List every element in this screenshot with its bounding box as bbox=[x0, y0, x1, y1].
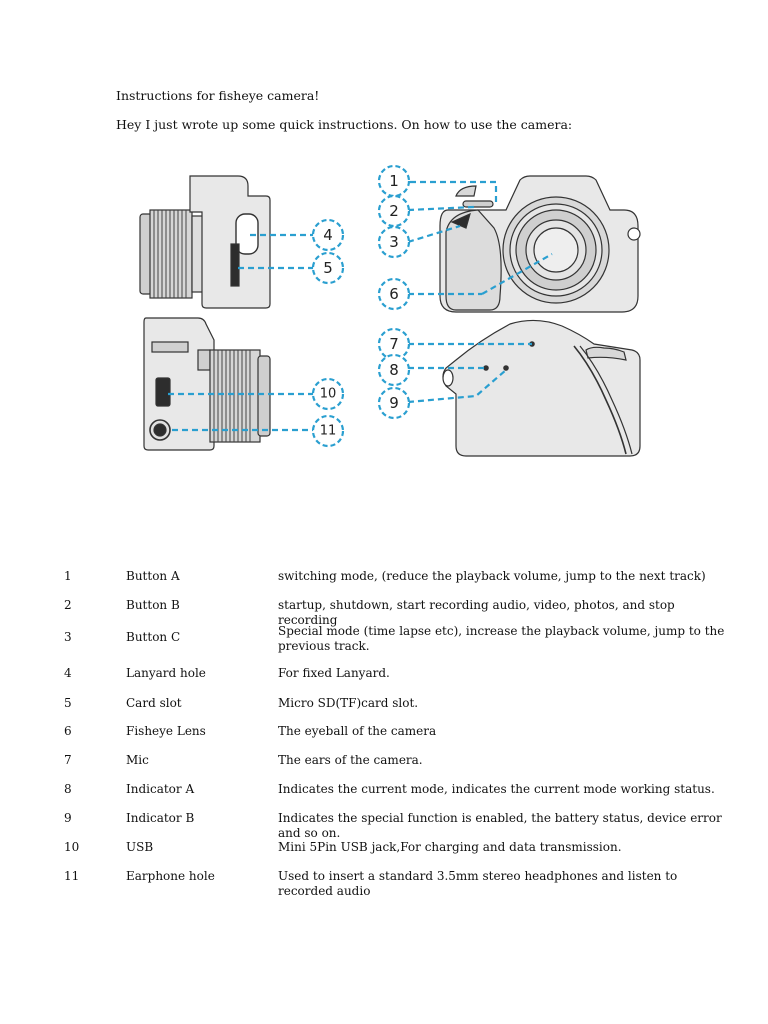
part-name: Indicator A bbox=[126, 782, 195, 796]
part-name: Lanyard hole bbox=[126, 666, 206, 680]
callout-2: 2 bbox=[377, 194, 411, 228]
camera-diagram: 1 2 3 4 5 6 7 8 9 10 11 bbox=[139, 164, 641, 457]
callout-2-label: 2 bbox=[389, 202, 399, 220]
part-name: Indicator B bbox=[126, 811, 195, 825]
callout-11: 11 bbox=[311, 414, 345, 448]
part-name: Button C bbox=[126, 630, 181, 644]
part-description: For fixed Lanyard. bbox=[278, 666, 390, 680]
callout-1-label: 1 bbox=[389, 172, 399, 190]
part-description: Micro SD(TF)card slot. bbox=[278, 696, 419, 710]
callout-6: 6 bbox=[377, 277, 411, 311]
callout-10-label: 10 bbox=[320, 387, 337, 402]
callout-11-label: 11 bbox=[320, 424, 337, 439]
part-number: 3 bbox=[64, 630, 72, 644]
part-name: Fisheye Lens bbox=[126, 724, 206, 738]
camera-front-view bbox=[439, 175, 641, 313]
callout-1: 1 bbox=[377, 164, 411, 198]
part-number: 10 bbox=[64, 840, 80, 854]
callout-4-label: 4 bbox=[323, 226, 333, 244]
part-number: 11 bbox=[64, 869, 80, 883]
part-name: Button A bbox=[126, 569, 180, 583]
part-description: Indicates the current mode, indicates th… bbox=[278, 782, 715, 796]
callout-8: 8 bbox=[377, 353, 411, 387]
document-title: Instructions for fisheye camera! bbox=[116, 88, 320, 103]
part-description: The eyeball of the camera bbox=[278, 724, 437, 738]
callout-7: 7 bbox=[377, 327, 411, 361]
part-description: Special mode (time lapse etc), increase … bbox=[278, 624, 725, 653]
callout-6-label: 6 bbox=[389, 285, 399, 303]
part-name: USB bbox=[126, 840, 154, 854]
callout-3-label: 3 bbox=[389, 233, 399, 251]
callout-8-label: 8 bbox=[389, 361, 399, 379]
callout-4: 4 bbox=[311, 218, 345, 252]
camera-top-view bbox=[442, 319, 641, 457]
part-number: 2 bbox=[64, 598, 72, 612]
part-description: Indicates the special function is enable… bbox=[278, 811, 722, 840]
callout-5-label: 5 bbox=[323, 259, 333, 277]
part-number: 7 bbox=[64, 753, 72, 767]
part-description: The ears of the camera. bbox=[278, 753, 423, 767]
intro-text: Hey I just wrote up some quick instructi… bbox=[116, 117, 573, 132]
part-number: 1 bbox=[64, 569, 72, 583]
callout-10: 10 bbox=[311, 377, 345, 411]
part-description: startup, shutdown, start recording audio… bbox=[278, 598, 675, 627]
leader-lines bbox=[168, 180, 553, 432]
camera-side-view-left bbox=[139, 175, 271, 309]
callout-3: 3 bbox=[377, 225, 411, 259]
part-name: Earphone hole bbox=[126, 869, 215, 883]
part-description: switching mode, (reduce the playback vol… bbox=[278, 569, 706, 583]
part-name: Button B bbox=[126, 598, 180, 612]
callout-5: 5 bbox=[311, 251, 345, 285]
part-number: 5 bbox=[64, 696, 72, 710]
part-description: Used to insert a standard 3.5mm stereo h… bbox=[278, 869, 678, 898]
part-number: 8 bbox=[64, 782, 72, 796]
part-name: Mic bbox=[126, 753, 149, 767]
part-name: Card slot bbox=[126, 696, 182, 710]
part-number: 9 bbox=[64, 811, 72, 825]
part-number: 6 bbox=[64, 724, 72, 738]
callout-7-label: 7 bbox=[389, 335, 399, 353]
callout-9: 9 bbox=[377, 386, 411, 420]
callout-9-label: 9 bbox=[389, 394, 399, 412]
part-description: Mini 5Pin USB jack,For charging and data… bbox=[278, 840, 622, 854]
camera-side-view-right bbox=[143, 317, 271, 451]
part-number: 4 bbox=[64, 666, 72, 680]
